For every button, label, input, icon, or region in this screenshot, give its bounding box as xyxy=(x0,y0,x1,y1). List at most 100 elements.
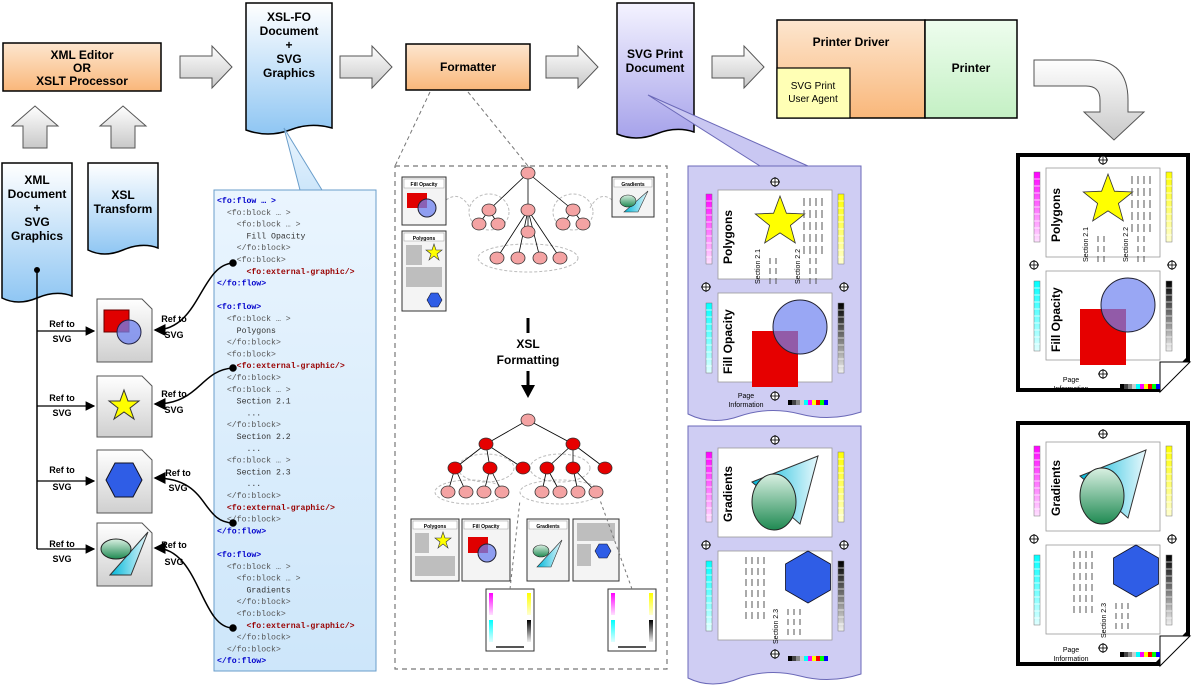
tree-node xyxy=(490,217,506,231)
thumb-page-polygons: Polygons xyxy=(410,518,460,582)
svg-label: SVG xyxy=(52,334,71,344)
tree-node xyxy=(534,485,550,499)
code-line: <fo:block … > xyxy=(217,220,301,230)
code-line: Fill Opacity xyxy=(217,231,306,241)
tree-group-outline xyxy=(552,193,594,231)
color-swatch xyxy=(808,400,812,405)
xml-editor-label-1: XML Editor xyxy=(50,48,113,62)
ref-connectors xyxy=(153,259,237,632)
ref-to-label: Ref to xyxy=(161,389,187,399)
ref-to-label: Ref to xyxy=(165,468,191,478)
tree-node xyxy=(520,166,536,180)
tree-node xyxy=(539,461,555,475)
code-line: <fo:external-graphic/> xyxy=(217,267,355,277)
code-line: <fo:block> xyxy=(217,609,286,619)
tree-node xyxy=(481,203,497,217)
code-line: </fo:block> xyxy=(217,338,281,348)
rotated-label: Fill Opacity xyxy=(1049,287,1063,352)
ref-to-label: Ref to xyxy=(49,539,75,549)
tree-link-outline xyxy=(589,195,613,209)
printer-driver-label: Printer Driver xyxy=(813,35,890,49)
formatter-label: Formatter xyxy=(440,60,496,74)
tree-node xyxy=(494,485,510,499)
tree-edge xyxy=(527,419,574,445)
tree-node xyxy=(565,203,581,217)
xsl-formatting-label-2: Formatting xyxy=(497,353,560,367)
color-swatch xyxy=(1140,652,1144,657)
svg-print-user-agent-box: SVG Print User Agent xyxy=(776,67,851,119)
code-line: </fo:block> xyxy=(217,515,281,525)
xml-editor-label-2: OR xyxy=(73,61,91,75)
flow-arrow-4 xyxy=(711,44,765,90)
up-arrow-2 xyxy=(98,105,148,149)
user-agent-label-1: SVG Print xyxy=(791,81,836,92)
rotated-label: Section 2.1 xyxy=(755,249,762,284)
color-swatch xyxy=(824,400,828,405)
code-line: </fo:block> xyxy=(217,373,281,383)
color-swatch xyxy=(788,400,792,405)
printer-box: Printer xyxy=(924,19,1018,119)
xsl-transform-label-1: XSL xyxy=(111,188,134,202)
code-line: ... xyxy=(217,409,261,418)
color-swatch xyxy=(1128,652,1132,657)
rotated-label: Gradients xyxy=(721,466,735,522)
thumb-title: Gradients xyxy=(536,524,560,530)
tree-node xyxy=(532,251,548,265)
thumb-page-hexagon xyxy=(572,518,620,582)
tree-node xyxy=(515,461,531,475)
tree-node xyxy=(520,203,536,217)
thumb-title: Gradients xyxy=(621,182,645,188)
tree-node xyxy=(552,485,568,499)
code-line: Section 2.3 xyxy=(217,467,291,477)
xslfo-code-panel xyxy=(213,127,377,672)
color-swatch xyxy=(796,656,800,661)
code-line: Gradients xyxy=(217,585,291,595)
color-swatch xyxy=(808,656,812,661)
color-swatch xyxy=(1132,652,1136,657)
rotated-label: Section 2.3 xyxy=(1101,603,1108,638)
tree-node xyxy=(476,485,492,499)
page-info-label-2: Information xyxy=(728,402,763,409)
thumb-title: Polygons xyxy=(424,524,447,530)
color-swatch xyxy=(1132,384,1136,389)
svg-label: SVG xyxy=(52,554,71,564)
code-line: </fo:block> xyxy=(217,644,281,654)
svg-label: SVG xyxy=(52,408,71,418)
star-shape xyxy=(754,194,806,244)
mini-printed-page-1 xyxy=(485,588,535,652)
tree-node xyxy=(510,251,526,265)
code-line: <fo:block> xyxy=(217,255,286,265)
thumb-page-fill-opacity: Fill Opacity xyxy=(461,518,511,582)
thumb-page-gradients: Gradients xyxy=(526,518,570,582)
tree-node xyxy=(565,461,581,475)
tree-node xyxy=(520,225,536,239)
color-swatch xyxy=(1148,652,1152,657)
hexagon-shape xyxy=(785,550,831,604)
tree-node xyxy=(482,461,498,475)
color-swatch xyxy=(1156,652,1160,657)
tree-node xyxy=(565,437,581,451)
tree-node xyxy=(458,485,474,499)
xsl-formatting-arrow: XSL Formatting xyxy=(497,318,560,398)
code-line: </fo:block> xyxy=(217,491,281,501)
code-line: <fo:external-graphic/> xyxy=(217,621,355,631)
code-line: Polygons xyxy=(217,326,276,336)
thumb-title: Fill Opacity xyxy=(473,524,500,530)
rotated-label: Gradients xyxy=(1049,460,1063,516)
ref-to-label: Ref to xyxy=(161,314,187,324)
rotated-label: Section 2.2 xyxy=(795,249,802,284)
svg-label: SVG xyxy=(164,557,183,567)
page-info-label-2: Information xyxy=(1053,386,1088,393)
color-swatch xyxy=(1128,384,1132,389)
color-swatch xyxy=(1152,384,1156,389)
flow-arrow-1 xyxy=(179,44,233,90)
tree-group-outline xyxy=(468,193,510,231)
tree-edge xyxy=(496,209,529,259)
code-line: <fo:external-graphic/> xyxy=(217,503,335,513)
code-line: <fo:block … > xyxy=(217,208,291,218)
mini-page-connectors xyxy=(509,499,633,590)
xml-doc-label-4: SVG xyxy=(24,215,49,229)
color-swatch xyxy=(820,656,824,661)
